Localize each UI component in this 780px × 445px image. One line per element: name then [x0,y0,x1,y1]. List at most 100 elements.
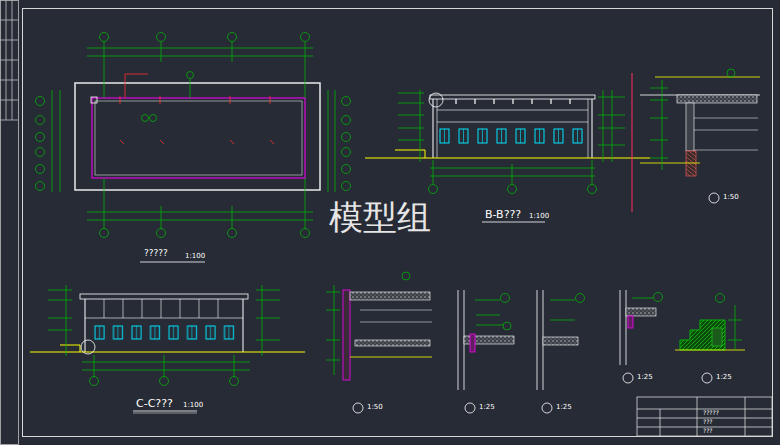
title-block-part [697,397,698,436]
section-c-c-part [60,345,80,352]
watermark: 模型组 [328,199,432,236]
wall-detail-top-part-part [650,140,668,141]
joint-details-part [475,294,511,331]
joint-details-part-part [475,300,500,301]
joint-details-part [702,373,712,383]
section-c-c-part-part [218,299,219,318]
section-b-b-part-part [512,99,513,104]
joint-details-part [680,320,725,350]
floor-plan-part-part [160,96,161,104]
section-c-c-part [85,299,243,318]
left-strip-part [0,120,18,121]
wall-detail-top-part [694,118,758,119]
wall-detail-top-part-part [662,80,663,170]
floor-plan-part-part [87,220,313,221]
section-b-b-part-part [569,99,570,104]
left-strip-part [0,80,18,81]
joint-details-part-part [728,340,742,341]
floor-plan-part-part [120,96,121,104]
section-c-c-part-part [160,377,169,386]
title-block-cell: ????? [702,410,720,417]
floor-plan-part-part [342,116,351,125]
left-strip-part [0,60,18,61]
section-b-b-part-part [474,99,475,104]
section-b-b-part-part [508,185,517,194]
joint-details-part [632,293,663,302]
floor-plan-part-part [160,140,164,144]
wall-detail-bottom-part [360,322,432,323]
scale-note: 1:25 [478,404,496,412]
wall-detail-bottom-part [350,357,432,358]
title-block-part [637,397,772,436]
section-c-c-part-part [234,355,235,377]
joint-details-part-part [654,293,663,302]
floor-plan-part-part [342,148,351,157]
scale-note: 1:25 [715,374,733,382]
floor-plan-part-part [342,133,351,142]
floor-plan-part-part [190,79,191,98]
floor-plan-part-part [120,140,124,144]
section-b-b-part [482,222,545,223]
section-c-c-part [80,294,248,299]
joint-details-part [623,373,633,383]
section-c-c-part-part [82,370,250,371]
floor-plan-part-part [228,229,237,238]
wall-detail-top-part [686,103,694,151]
section-c-c-part-part [164,355,165,377]
section-c-c-part [81,340,95,354]
section-b-b-part-part [398,103,424,104]
floor-plan-part-part [157,229,166,238]
joint-details [458,290,745,413]
section-b-b-part [437,122,588,123]
wall-detail-bottom-part-part [326,292,340,293]
section-c-c-part-part [48,300,72,301]
section-c-c-part-part [48,330,72,331]
floor-plan-part-part [228,33,237,42]
sheet-frame [23,9,773,437]
wall-detail-bottom-part-part [326,310,340,311]
scale-note: 1:50 [722,194,740,202]
wall-detail-bottom-part [350,292,430,300]
wall-detail-bottom [326,272,432,413]
floor-plan-part-part [60,90,61,192]
section-b-b-part-part [512,164,513,184]
floor-plan-part-part [301,229,310,238]
floor-plan-part-part [104,178,105,229]
floor-plan-part-part [36,148,45,157]
wall-detail-top-part [694,150,758,151]
floor-plan-part-part [100,229,109,238]
section-b-b-part [433,99,434,158]
floor-plan-part-part [342,97,351,106]
floor-plan-part-part [87,48,313,49]
joint-details-part [626,308,656,316]
section-c-c [30,285,305,413]
joint-details-part-part [728,320,742,321]
section-b-b-part-part [420,90,421,162]
wall-detail-top-part [640,163,700,164]
floor-plan-part-part [87,56,313,57]
wall-detail-bottom-part-part [326,360,340,361]
section-b-b-part [437,128,589,145]
wall-detail-bottom-part-part [326,340,340,341]
joint-details-part [537,290,538,390]
section-b-b-part [592,99,593,158]
joint-details-part [550,294,585,321]
section-b-b-part [395,150,425,158]
floor-plan-part-part [232,206,233,229]
floor-plan [36,33,351,263]
section-c-c-part-part [66,285,67,356]
section-b-b-part-part [531,99,532,104]
section-c-c-part-part [82,362,250,363]
wall-detail-top-part-part [727,69,735,77]
section-b-b-part-part [598,97,625,98]
floor-plan-part [120,74,274,144]
section-b-b-part-part [433,160,434,184]
floor-plan-part-part [328,90,329,192]
wall-detail-bottom-part [343,290,350,380]
floor-plan-part-part [150,115,157,122]
joint-details-part-part [550,300,575,301]
floor-plan-part-part [187,72,194,79]
floor-plan-part-part [342,165,351,174]
floor-plan-part [91,97,97,103]
joint-details-part-part [503,322,511,330]
